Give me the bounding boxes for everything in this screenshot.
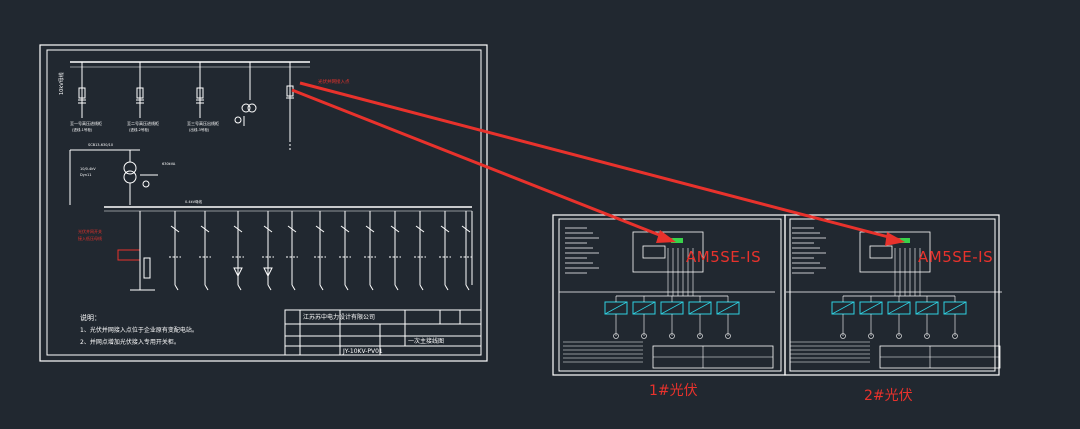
detail-string-node (669, 333, 675, 339)
title-company: 江苏苏中电力设计有限公司 (303, 314, 376, 321)
lv-feeder-switch (461, 225, 471, 233)
detail-sheet-1 (552, 214, 786, 376)
lv-feeder-end (204, 284, 209, 291)
transformer-secondary (123, 170, 137, 184)
lv-feeder-switch (233, 225, 243, 233)
detail-green-block (898, 238, 910, 243)
main-sheet-outer-frame (39, 44, 488, 362)
detail-inverter-diagonal (831, 301, 855, 315)
detail-string-node (924, 333, 930, 339)
detail-inverter-diagonal (688, 301, 712, 315)
detail-inverter-diagonal (859, 301, 883, 315)
arrow-line-1 (291, 88, 673, 242)
lv-feeder-end (267, 284, 272, 291)
notes-heading: 说明： (80, 314, 101, 322)
pv-access-left-note-1: 光伏并网开关 (78, 228, 102, 234)
lv-feeder-end (394, 284, 399, 291)
feeder-pv (286, 62, 294, 150)
device-label-1: AM5SE-IS (686, 248, 762, 266)
detail-green-block (671, 238, 683, 243)
detail-string-node (641, 333, 647, 339)
feeder-2-sub: (进线-2号柜) (129, 127, 150, 132)
pv-access-cabinet (117, 249, 141, 261)
detail-inverter-diagonal (943, 301, 967, 315)
lv-feeder-end (444, 284, 449, 291)
lv-feeder-switch (315, 225, 325, 233)
pv-access-note: 光伏并网接入点 (318, 78, 350, 85)
detail-inverter-diagonal (660, 301, 684, 315)
lv-feeder-switch (390, 225, 400, 233)
lv-feeder-triangle (233, 267, 243, 278)
lv-feeder-switch (415, 225, 425, 233)
title-block (284, 309, 482, 356)
lv-feeder-end (344, 284, 349, 291)
detail-string-node (697, 333, 703, 339)
busbar-label: 10kV母线 (58, 72, 65, 95)
main-sheet-inner-frame (46, 49, 482, 356)
lv-feeder-end (319, 284, 324, 291)
feeder-1: 至一号高压进线柜 (进线-1号柜) (70, 62, 102, 132)
title-drawing-name: 一次主接线图 (408, 338, 445, 345)
feeder-1-label: 至一号高压进线柜 (70, 120, 102, 126)
transformer-label-d: 630kVA (162, 162, 176, 166)
lv-feeder-switch (170, 225, 180, 233)
lv-feeder-end (174, 284, 179, 291)
detail-sheet-1-content (559, 227, 775, 369)
arrow-head-1 (656, 230, 676, 243)
note-2: 2、并网点增加光伏接入专用开关柜。 (80, 339, 180, 346)
lv-feeder-switch (440, 225, 450, 233)
lv-feeder-triangle (263, 267, 273, 278)
arrow-head-2 (885, 232, 905, 246)
device-label-2: AM5SE-IS (918, 248, 994, 266)
lv-feeder-end (291, 284, 296, 291)
note-1: 1、光伏并网接入点位于企业原有变配电站。 (80, 327, 198, 334)
lv-feeder-switch (340, 225, 350, 233)
detail-string-node (613, 333, 619, 339)
lv-bus-label: 0.4kV母线 (185, 199, 202, 204)
detail-string-node (725, 333, 731, 339)
detail-meter-box (869, 245, 893, 259)
feeder-2-label: 至二号高压进线柜 (127, 120, 159, 126)
feeder-3-sub: (出线-3号柜) (189, 127, 210, 132)
detail-sheet-2-content (786, 227, 1002, 369)
feeder-pt (234, 62, 257, 126)
caption-pv-2: 2#光伏 (864, 388, 913, 404)
detail-inverter-diagonal (915, 301, 939, 315)
lv-feeder-end (419, 284, 424, 291)
main-drawing-sheet: 10kV母线 至一号高压进线柜 (进线-1号柜) 至二号高压进线柜 (进线-2号… (39, 44, 488, 362)
lv-feeders (169, 211, 473, 291)
transformer-label-b: 10/0.4kV (80, 167, 96, 171)
feeder-1-sub: (进线-1号柜) (72, 127, 93, 132)
detail-inverter-diagonal (632, 301, 656, 315)
detail-meter-box (642, 245, 666, 259)
feeder-3-label: 至三号高压出线柜 (187, 120, 219, 126)
detail-sheet-2 (784, 214, 1002, 376)
lv-feeder-end (465, 284, 470, 291)
feeder-3: 至三号高压出线柜 (出线-3号柜) (187, 62, 219, 132)
feeder-2: 至二号高压进线柜 (进线-2号柜) (127, 62, 159, 132)
lv-feeder-switch (287, 225, 297, 233)
annotation-arrows (291, 81, 905, 246)
pv-access-left-note-2: 接入低压母线 (78, 235, 102, 241)
detail-inverter-diagonal (887, 301, 911, 315)
arrow-line-2 (299, 81, 901, 242)
lv-feeder-switch (200, 225, 210, 233)
transformer-primary (123, 161, 137, 175)
detail-inverter-diagonal (716, 301, 740, 315)
detail-inverter-diagonal (604, 301, 628, 315)
detail-string-node (840, 333, 846, 339)
caption-pv-1: 1#光伏 (649, 383, 698, 399)
transformer-label-c: Dyn11 (80, 173, 91, 177)
detail-string-node (868, 333, 874, 339)
lv-feeder-end (369, 284, 374, 291)
detail-string-node (896, 333, 902, 339)
lv-feeder-end (237, 284, 242, 291)
lv-feeder-switch (263, 225, 273, 233)
title-drawing-number: JY-10KV-PV01 (343, 348, 383, 355)
detail-string-node (952, 333, 958, 339)
lv-feeder-switch (365, 225, 375, 233)
transformer-label-a: SCB13-630/10 (88, 143, 113, 147)
